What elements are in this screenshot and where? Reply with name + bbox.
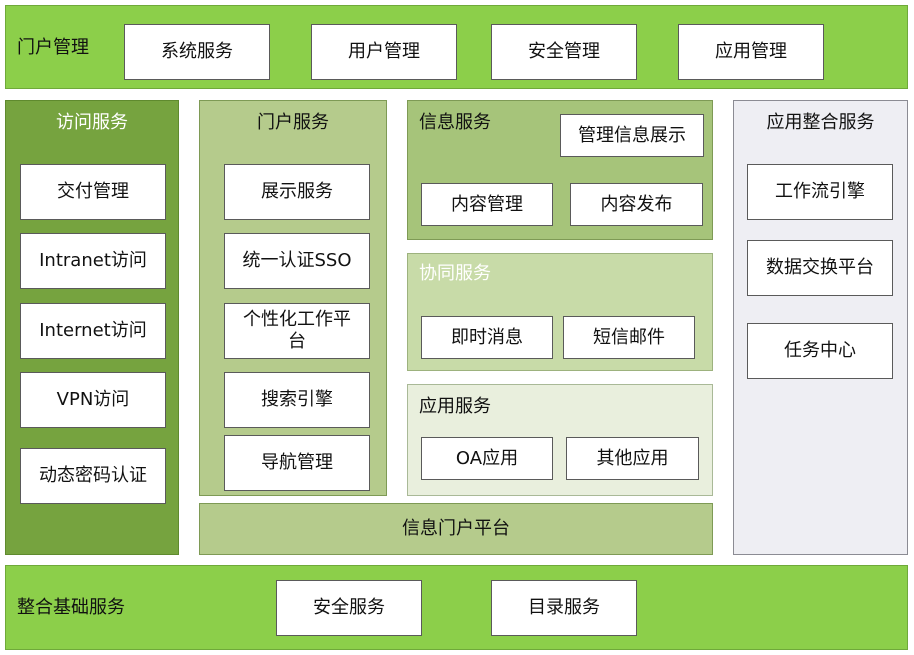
portal-management-band: 门户管理 系统服务 用户管理 安全管理 应用管理 xyxy=(5,5,908,89)
workflow-engine-box: 工作流引擎 xyxy=(747,164,893,220)
access-service-panel: 访问服务 交付管理 Intranet访问 Internet访问 VPN访问 动态… xyxy=(5,100,179,555)
integration-foundation-band: 整合基础服务 安全服务 目录服务 xyxy=(5,565,908,650)
application-management-box: 应用管理 xyxy=(678,24,824,80)
directory-service-box: 目录服务 xyxy=(491,580,637,636)
information-service-panel: 信息服务 管理信息展示 内容管理 内容发布 xyxy=(407,100,713,240)
integration-foundation-label: 整合基础服务 xyxy=(17,597,125,618)
portal-management-label: 门户管理 xyxy=(17,37,89,58)
search-engine-box: 搜索引擎 xyxy=(224,372,370,428)
content-publishing-box: 内容发布 xyxy=(570,183,703,226)
security-management-box: 安全管理 xyxy=(491,24,637,80)
collaboration-service-title: 协同服务 xyxy=(419,263,491,284)
display-service-box: 展示服务 xyxy=(224,164,370,220)
vpn-access-box: VPN访问 xyxy=(20,372,166,428)
delivery-management-box: 交付管理 xyxy=(20,164,166,220)
information-portal-platform-label: 信息门户平台 xyxy=(402,518,510,539)
unified-auth-sso-box: 统一认证SSO xyxy=(224,233,370,289)
collaboration-service-panel: 协同服务 即时消息 短信邮件 xyxy=(407,253,713,371)
sms-email-box: 短信邮件 xyxy=(563,316,695,359)
application-integration-title: 应用整合服务 xyxy=(766,112,875,133)
access-service-title: 访问服务 xyxy=(56,112,128,133)
user-management-box: 用户管理 xyxy=(311,24,457,80)
navigation-management-box: 导航管理 xyxy=(224,435,370,491)
system-service-box: 系统服务 xyxy=(124,24,270,80)
intranet-access-box: Intranet访问 xyxy=(20,233,166,289)
portal-service-title: 门户服务 xyxy=(257,112,329,133)
application-integration-panel: 应用整合服务 工作流引擎 数据交换平台 任务中心 xyxy=(733,100,908,555)
information-service-title: 信息服务 xyxy=(419,112,491,133)
security-service-box: 安全服务 xyxy=(276,580,422,636)
data-exchange-platform-box: 数据交换平台 xyxy=(747,240,893,296)
information-portal-platform-bar: 信息门户平台 xyxy=(199,503,713,555)
portal-service-panel: 门户服务 展示服务 统一认证SSO 个性化工作平台 搜索引擎 导航管理 xyxy=(199,100,387,496)
dynamic-password-auth-box: 动态密码认证 xyxy=(20,448,166,504)
management-info-display-box: 管理信息展示 xyxy=(560,114,704,157)
application-service-panel: 应用服务 OA应用 其他应用 xyxy=(407,384,713,496)
internet-access-box: Internet访问 xyxy=(20,303,166,359)
oa-application-box: OA应用 xyxy=(421,437,553,480)
personalized-workspace-box: 个性化工作平台 xyxy=(224,303,370,359)
instant-message-box: 即时消息 xyxy=(421,316,553,359)
content-management-box: 内容管理 xyxy=(421,183,553,226)
task-center-box: 任务中心 xyxy=(747,323,893,379)
other-application-box: 其他应用 xyxy=(566,437,699,480)
application-service-title: 应用服务 xyxy=(419,396,491,417)
